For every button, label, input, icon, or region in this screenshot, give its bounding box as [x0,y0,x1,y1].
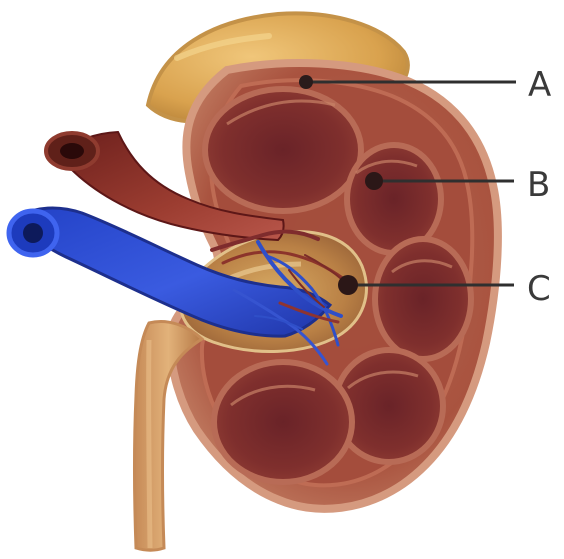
label-a: A [528,65,551,105]
label-b: B [527,165,550,205]
pyramid-middle-right [375,239,471,359]
pointer-dot-c [338,275,358,295]
pyramid-upper [205,89,361,211]
pointer-dot-a [299,75,313,89]
pyramid-lower-left [214,362,352,482]
label-c: C [527,269,551,309]
pointer-dot-b [365,172,383,190]
